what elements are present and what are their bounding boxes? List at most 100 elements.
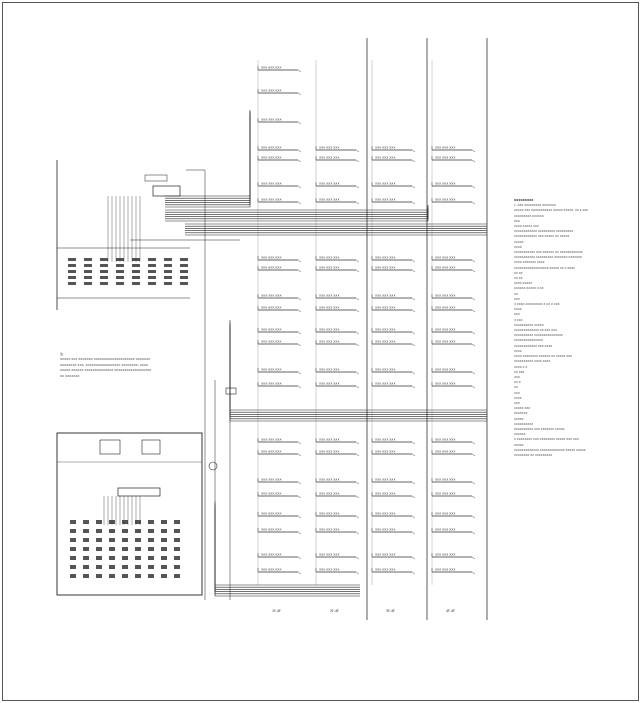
outlet-cell-label: XXX XXX XXX xyxy=(435,512,455,516)
patch-port xyxy=(161,547,167,551)
distribution-switch xyxy=(117,487,161,497)
outlet-cell-label: XXX XXX XXX xyxy=(435,478,455,482)
outlet-cell-label: XXX XXX XXX xyxy=(261,198,281,202)
patch-port xyxy=(164,276,172,279)
cable xyxy=(214,511,360,597)
patch-port xyxy=(180,282,188,285)
patch-port xyxy=(148,258,156,261)
outlet-cell-label: XXX XXX XXX xyxy=(261,368,281,372)
patch-port xyxy=(100,270,108,273)
patch-port xyxy=(96,538,102,542)
patch-port xyxy=(174,565,180,569)
note-line: XXXXXXXX XX XXXXXXXXX xyxy=(514,452,553,457)
outlet-cell-label: XXX XXX XXX xyxy=(435,382,455,386)
patch-port xyxy=(68,270,76,273)
note-line: XX xyxy=(514,385,518,390)
patch-port xyxy=(70,538,76,542)
note-line: X XXXX XXXXXXXXX X XX X XXX xyxy=(514,302,560,307)
patch-port xyxy=(180,258,188,261)
note-line: XXXX XXXXX XXX xyxy=(514,224,539,229)
outlet-cell-label: XXX XXX XXX xyxy=(375,182,395,186)
note-line: XXXXX XXX XXXXXXXXXXX XXXXX XXXXX: XX 1:… xyxy=(514,208,588,213)
patch-port xyxy=(180,270,188,273)
patch-port xyxy=(116,270,124,273)
router xyxy=(144,174,168,182)
note-line: XXXXXXXXXXXX XXX XXXXX XX XXXXX xyxy=(514,234,570,239)
patch-port xyxy=(100,276,108,279)
outlet-cell-label: XXX XXX XXX xyxy=(319,266,339,270)
patch-port xyxy=(68,276,76,279)
outlet-cell-label: XXX XXX XXX xyxy=(319,492,339,496)
outlet-cell-label: XXX XXX XXX xyxy=(261,328,281,332)
patch-port xyxy=(174,538,180,542)
cable xyxy=(165,216,429,222)
outlet-cell-label: XXX XXX XXX xyxy=(435,156,455,160)
outlet-cell-label: XXX XXX XXX xyxy=(319,512,339,516)
patch-port xyxy=(132,276,140,279)
outlet-cell-label: XXX XXX XXX xyxy=(261,528,281,532)
outlet-cell-label: XXX XXX XXX xyxy=(375,492,395,496)
outlet-cell-label: XXX XXX XXX xyxy=(375,294,395,298)
patch-port xyxy=(70,556,76,560)
outlet-cell-label: XXX XXX XXX xyxy=(261,568,281,572)
patch-port xyxy=(135,574,141,578)
outlet-cell-label: XXX XXX XXX xyxy=(435,568,455,572)
outlet-cell-label: XXX XXX XXX xyxy=(375,450,395,454)
patch-port xyxy=(83,538,89,542)
patch-port xyxy=(96,574,102,578)
patch-port xyxy=(174,556,180,560)
note-line: XXXXXXXXXXXXXXX xyxy=(514,338,543,343)
outlet-cell-label: XXX XXX XXX xyxy=(375,340,395,344)
patch-port xyxy=(100,258,108,261)
patch-port xyxy=(96,556,102,560)
note-line: XXXXXXXXXX xyxy=(514,421,534,426)
patch-port xyxy=(148,276,156,279)
note-line: XXXXX xyxy=(514,416,524,421)
outlet-cell-label: XXX XXX XXX xyxy=(261,438,281,442)
riser-cells: XXX XXX XXX XXX XXX XXX XXX XXX XXX XXX XXX… xyxy=(257,60,476,585)
column-label: 2F-4F xyxy=(330,609,339,613)
patch-port xyxy=(174,529,180,533)
patch-port xyxy=(100,282,108,285)
patch-port xyxy=(148,538,154,542)
outlet-cell-label: XXX XXX XXX xyxy=(435,450,455,454)
note-line: XXXXXXXXXX XXXXX xyxy=(514,322,544,327)
outlet-cell-label: XXX XXX XXX xyxy=(261,146,281,150)
note-line: XXXXXXXXXX XXX XXXXXXX XXXXX xyxy=(514,426,565,431)
outlet-cell-label: XXX XXX XXX xyxy=(261,340,281,344)
outlet-cell-label: XXX XXX XXX xyxy=(435,528,455,532)
note-line: XXXXX xyxy=(514,239,524,244)
junction-box xyxy=(225,387,237,395)
patch-port xyxy=(116,276,124,279)
outlet-cell-label: XXX XXX XXX xyxy=(435,266,455,270)
patch-port xyxy=(83,520,89,524)
patch-port xyxy=(116,264,124,267)
note-line: XXX xyxy=(514,374,520,379)
patch-port xyxy=(161,538,167,542)
patch-port xyxy=(122,565,128,569)
note-line: XXX xyxy=(514,312,520,317)
note-line: XX X xyxy=(514,380,521,385)
patch-port xyxy=(109,574,115,578)
outlet-cell-label: XXX XXX XXX xyxy=(375,478,395,482)
patch-port xyxy=(135,547,141,551)
outlet-cell-label: XXX XXX XXX xyxy=(319,450,339,454)
patch-port xyxy=(161,556,167,560)
outlet-cell-label: XXX XXX XXX xyxy=(435,553,455,557)
trunk-cables xyxy=(130,110,487,600)
outlet-cell-label: XXX XXX XXX xyxy=(375,568,395,572)
outlet-cell-label: XXX XXX XXX xyxy=(319,306,339,310)
cable xyxy=(186,169,206,600)
patch-port xyxy=(109,547,115,551)
patch-port xyxy=(109,538,115,542)
patch-port xyxy=(161,565,167,569)
note-line: XXXXXXXXXX XXXX XXXX xyxy=(514,359,551,364)
outlet-cell-label: XXX XXX XXX xyxy=(375,266,395,270)
patch-port xyxy=(148,565,154,569)
outlet-cell-label: XXX XXX XXX xyxy=(435,294,455,298)
note-line: XXXX xyxy=(514,395,522,400)
outlet-cell-label: XXX XXX XXX xyxy=(261,156,281,160)
patch-port xyxy=(164,258,172,261)
patch-port xyxy=(84,282,92,285)
